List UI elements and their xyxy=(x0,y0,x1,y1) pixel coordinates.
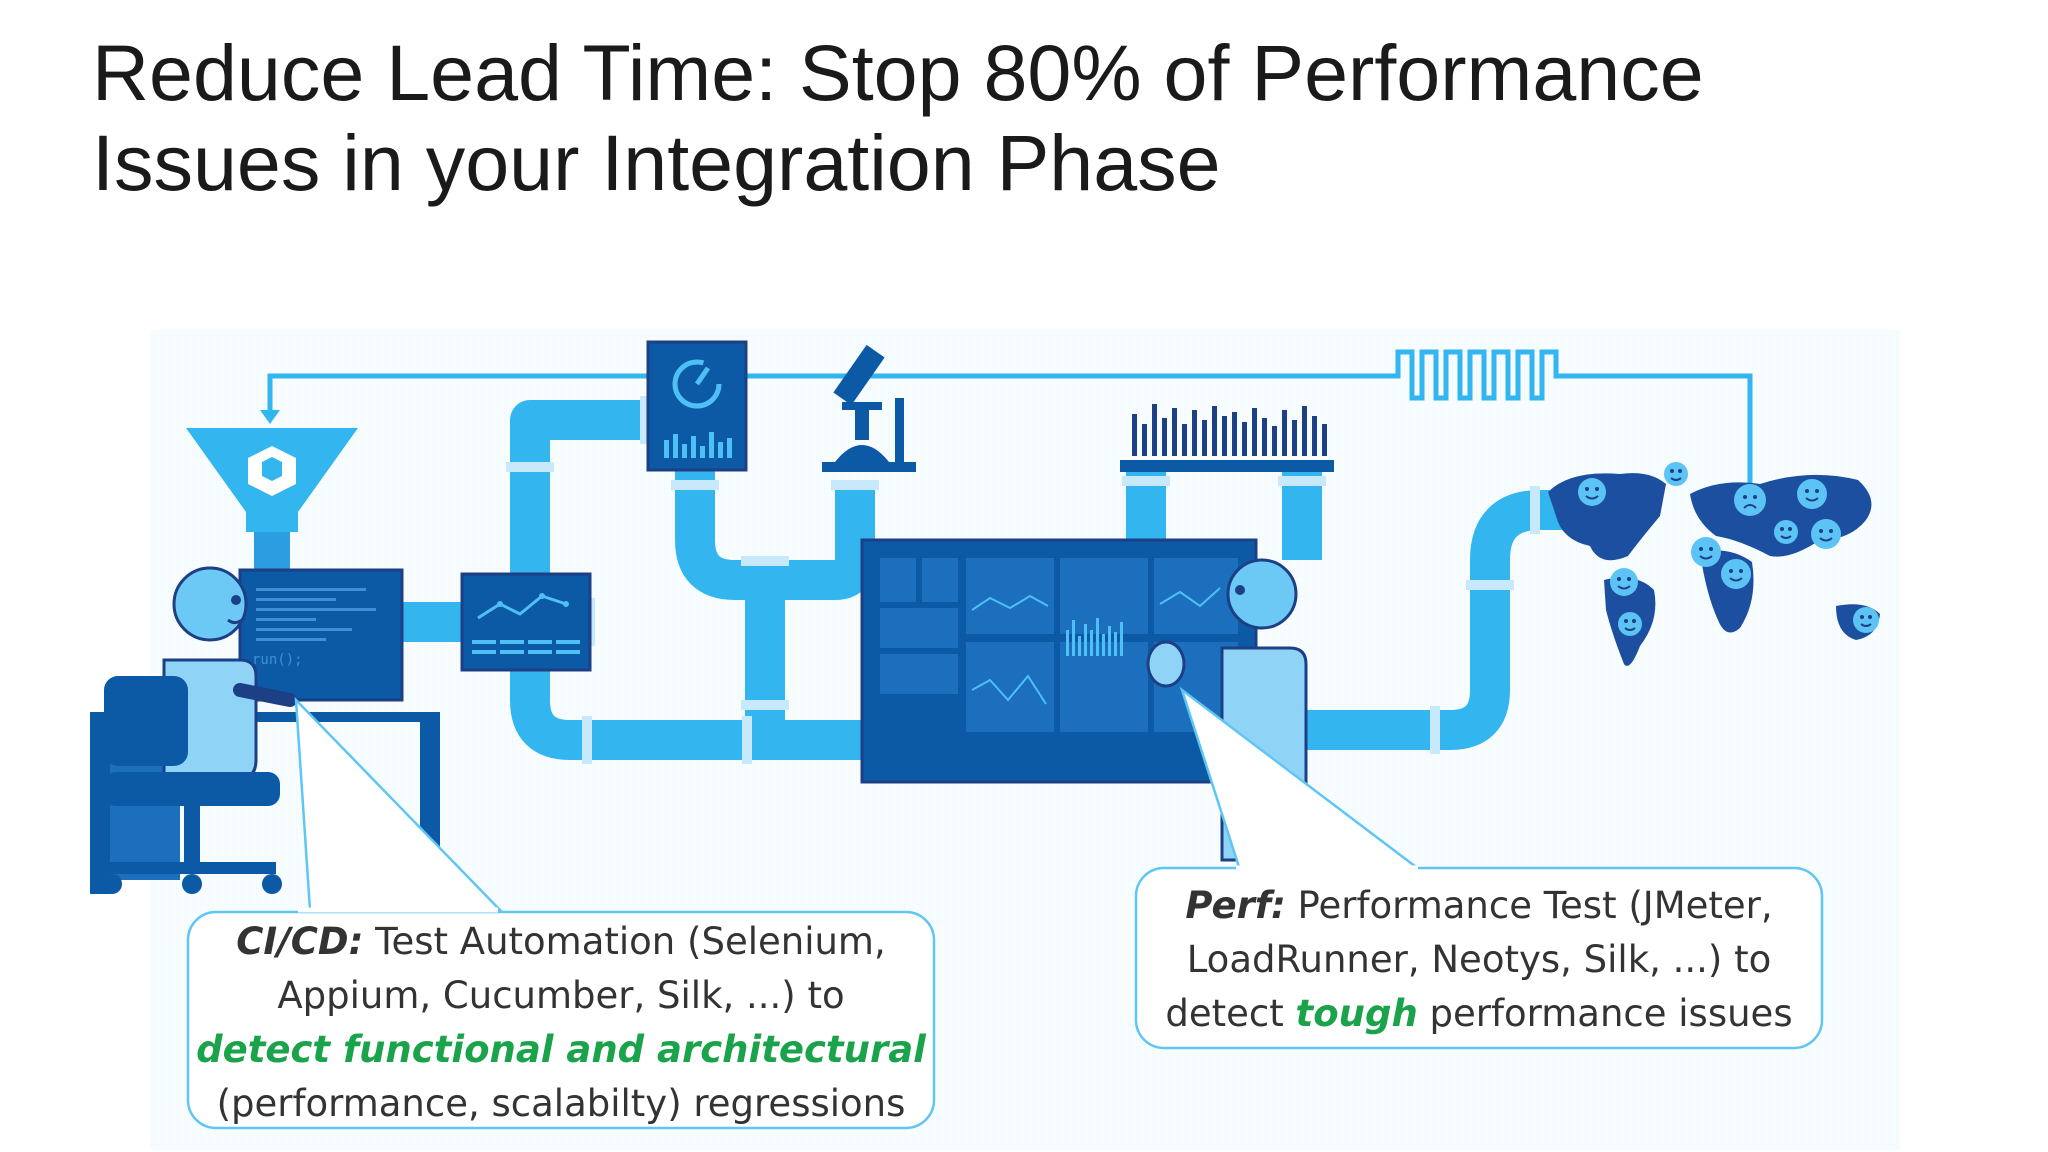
smiley-face-icon xyxy=(1691,537,1721,567)
smiley-face-icon xyxy=(1774,520,1798,544)
callout-cicd-line-1: CI/CD: Test Automation (Selenium, xyxy=(236,920,885,963)
developer-monitor: run(); xyxy=(238,568,404,702)
cube-icon xyxy=(248,446,296,496)
slide-title-line-2: Issues in your Integration Phase xyxy=(92,118,1221,207)
smiley-face-icon xyxy=(1797,479,1827,509)
callout-cicd-box xyxy=(186,910,936,1130)
smiley-face-icon xyxy=(1618,612,1642,636)
callout-cicd-line-3: detect functional and architectural xyxy=(196,1028,927,1071)
speedometer-icon xyxy=(646,340,748,472)
smiley-face-icons xyxy=(1578,462,1879,636)
smiley-face-icon xyxy=(1853,607,1879,633)
dashboard-screen xyxy=(860,538,1258,784)
feedback-line xyxy=(267,349,1753,490)
code-snippet: run(); xyxy=(252,652,303,668)
callout-cicd-line-4: (performance, scalabilty) regressions xyxy=(217,1082,906,1125)
smiley-face-icon xyxy=(1664,462,1688,486)
slide-title: Reduce Lead Time: Stop 80% of Performanc… xyxy=(92,28,1942,208)
smiley-face-icon xyxy=(1578,478,1606,506)
smiley-face-icon xyxy=(1610,568,1638,596)
callout-perf-line-2: LoadRunner, Neotys, Silk, ...) to xyxy=(1187,938,1772,981)
callout-perf-label: Perf: xyxy=(1185,884,1285,927)
sad-face-icon xyxy=(1734,484,1766,516)
line-chart-monitor xyxy=(460,572,592,672)
callout-perf-box xyxy=(1134,866,1824,1050)
feedback-arrow-icon xyxy=(260,410,280,424)
callout-perf-line-3: detect tough performance issues xyxy=(1165,992,1792,1035)
smiley-face-icon xyxy=(1721,559,1751,589)
slide-title-line-1: Reduce Lead Time: Stop 80% of Performanc… xyxy=(92,28,1704,117)
chair-icon xyxy=(102,676,282,894)
smiley-face-icon xyxy=(1811,519,1841,549)
microscope-icon xyxy=(822,344,916,472)
pipe-joints xyxy=(506,396,1540,764)
callout-perf-line-1: Perf: Performance Test (JMeter, xyxy=(1185,884,1772,927)
callout-cicd-label: CI/CD: xyxy=(236,920,363,963)
callout-cicd-line-2: Appium, Cucumber, Silk, ...) to xyxy=(277,974,844,1017)
bar-chart-icon xyxy=(1120,404,1334,472)
